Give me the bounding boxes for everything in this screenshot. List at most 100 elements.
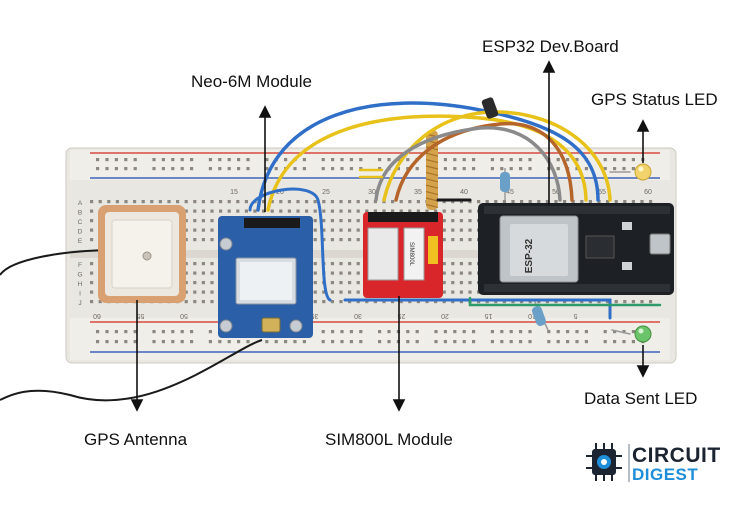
breadboard-hole bbox=[356, 219, 360, 223]
row-letter: D bbox=[78, 229, 83, 236]
row-letter: F bbox=[78, 262, 82, 269]
breadboard-hole bbox=[614, 200, 618, 204]
breadboard-hole bbox=[356, 200, 360, 204]
breadboard-hole bbox=[494, 300, 498, 304]
breadboard-hole bbox=[262, 200, 266, 204]
breadboard-hole bbox=[348, 271, 352, 275]
breadboard-hole bbox=[246, 167, 250, 171]
breadboard-hole bbox=[603, 167, 607, 171]
breadboard-hole bbox=[193, 300, 197, 304]
breadboard-hole bbox=[451, 271, 455, 275]
breadboard-hole bbox=[649, 300, 653, 304]
breadboard-hole bbox=[356, 238, 360, 242]
breadboard-hole bbox=[152, 158, 156, 162]
breadboard-hole bbox=[124, 340, 128, 344]
breadboard-hole bbox=[339, 228, 343, 232]
logo-divider bbox=[628, 444, 630, 482]
breadboard-hole bbox=[313, 228, 317, 232]
antenna-cable bbox=[0, 339, 263, 402]
breadboard-hole bbox=[302, 167, 306, 171]
spring-coil bbox=[425, 184, 439, 189]
breadboard-hole bbox=[274, 340, 278, 344]
breadboard-hole bbox=[502, 300, 506, 304]
breadboard-hole bbox=[631, 158, 635, 162]
breadboard-hole bbox=[348, 290, 352, 294]
breadboard-hole bbox=[218, 167, 222, 171]
breadboard-hole bbox=[201, 238, 205, 242]
breadboard-hole bbox=[356, 262, 360, 266]
breadboard-hole bbox=[451, 300, 455, 304]
breadboard-hole bbox=[96, 340, 100, 344]
logo-chip-icon bbox=[586, 443, 622, 481]
breadboard-hole bbox=[161, 340, 165, 344]
breadboard-hole bbox=[201, 271, 205, 275]
breadboard-hole bbox=[416, 300, 420, 304]
column-number: 5 bbox=[573, 312, 577, 319]
breadboard-hole bbox=[399, 300, 403, 304]
breadboard-hole bbox=[339, 300, 343, 304]
breadboard-hole bbox=[442, 300, 446, 304]
breadboard-hole bbox=[537, 200, 541, 204]
breadboard-hole bbox=[208, 340, 212, 344]
breadboard-hole bbox=[201, 290, 205, 294]
breadboard-hole bbox=[340, 340, 344, 344]
breadboard-hole bbox=[201, 200, 205, 204]
column-number: 25 bbox=[398, 312, 406, 319]
breadboard-hole bbox=[321, 158, 325, 162]
breadboard-hole bbox=[528, 200, 532, 204]
breadboard-hole bbox=[322, 219, 326, 223]
breadboard-hole bbox=[387, 158, 391, 162]
breadboard-hole bbox=[528, 158, 532, 162]
breadboard-hole bbox=[90, 219, 94, 223]
breadboard-hole bbox=[133, 167, 137, 171]
breadboard-hole bbox=[490, 330, 494, 334]
row-letter: J bbox=[78, 300, 81, 307]
breadboard-hole bbox=[451, 228, 455, 232]
breadboard-hole bbox=[468, 200, 472, 204]
breadboard-hole bbox=[133, 158, 137, 162]
breadboard-hole bbox=[340, 330, 344, 334]
breadboard-hole bbox=[494, 200, 498, 204]
breadboard-hole bbox=[339, 200, 343, 204]
breadboard-hole bbox=[382, 300, 386, 304]
row-letter: H bbox=[78, 281, 83, 288]
breadboard-hole bbox=[339, 238, 343, 242]
breadboard-hole bbox=[359, 330, 363, 334]
breadboard-hole bbox=[500, 340, 504, 344]
breadboard-hole bbox=[373, 300, 377, 304]
breadboard-hole bbox=[331, 330, 335, 334]
breadboard-hole bbox=[459, 238, 463, 242]
antenna-arrow-head bbox=[130, 399, 144, 412]
gps-antenna bbox=[98, 205, 186, 303]
breadboard-hole bbox=[279, 200, 283, 204]
breadboard-hole bbox=[331, 167, 335, 171]
breadboard-hole bbox=[253, 209, 257, 213]
breadboard-hole bbox=[348, 262, 352, 266]
breadboard-hole bbox=[193, 219, 197, 223]
bottom-power-rail bbox=[70, 318, 670, 360]
breadboard-hole bbox=[330, 300, 334, 304]
breadboard-hole bbox=[293, 167, 297, 171]
row-letter: B bbox=[78, 210, 82, 217]
breadboard-hole bbox=[613, 330, 617, 334]
breadboard-hole bbox=[287, 200, 291, 204]
breadboard-hole bbox=[321, 330, 325, 334]
breadboard-hole bbox=[528, 340, 532, 344]
breadboard-hole bbox=[348, 238, 352, 242]
breadboard-hole bbox=[406, 158, 410, 162]
breadboard-hole bbox=[468, 238, 472, 242]
breadboard-hole bbox=[105, 167, 109, 171]
breadboard-hole bbox=[219, 200, 223, 204]
spring-coil bbox=[425, 152, 439, 157]
breadboard-hole bbox=[133, 200, 137, 204]
breadboard-hole bbox=[313, 200, 317, 204]
breadboard-hole bbox=[152, 330, 156, 334]
breadboard-hole bbox=[349, 340, 353, 344]
spring-coil bbox=[425, 203, 439, 208]
breadboard-hole bbox=[124, 167, 128, 171]
breadboard-hole bbox=[597, 200, 601, 204]
breadboard-hole bbox=[415, 167, 419, 171]
breadboard-hole bbox=[331, 340, 335, 344]
breadboard-hole bbox=[201, 262, 205, 266]
